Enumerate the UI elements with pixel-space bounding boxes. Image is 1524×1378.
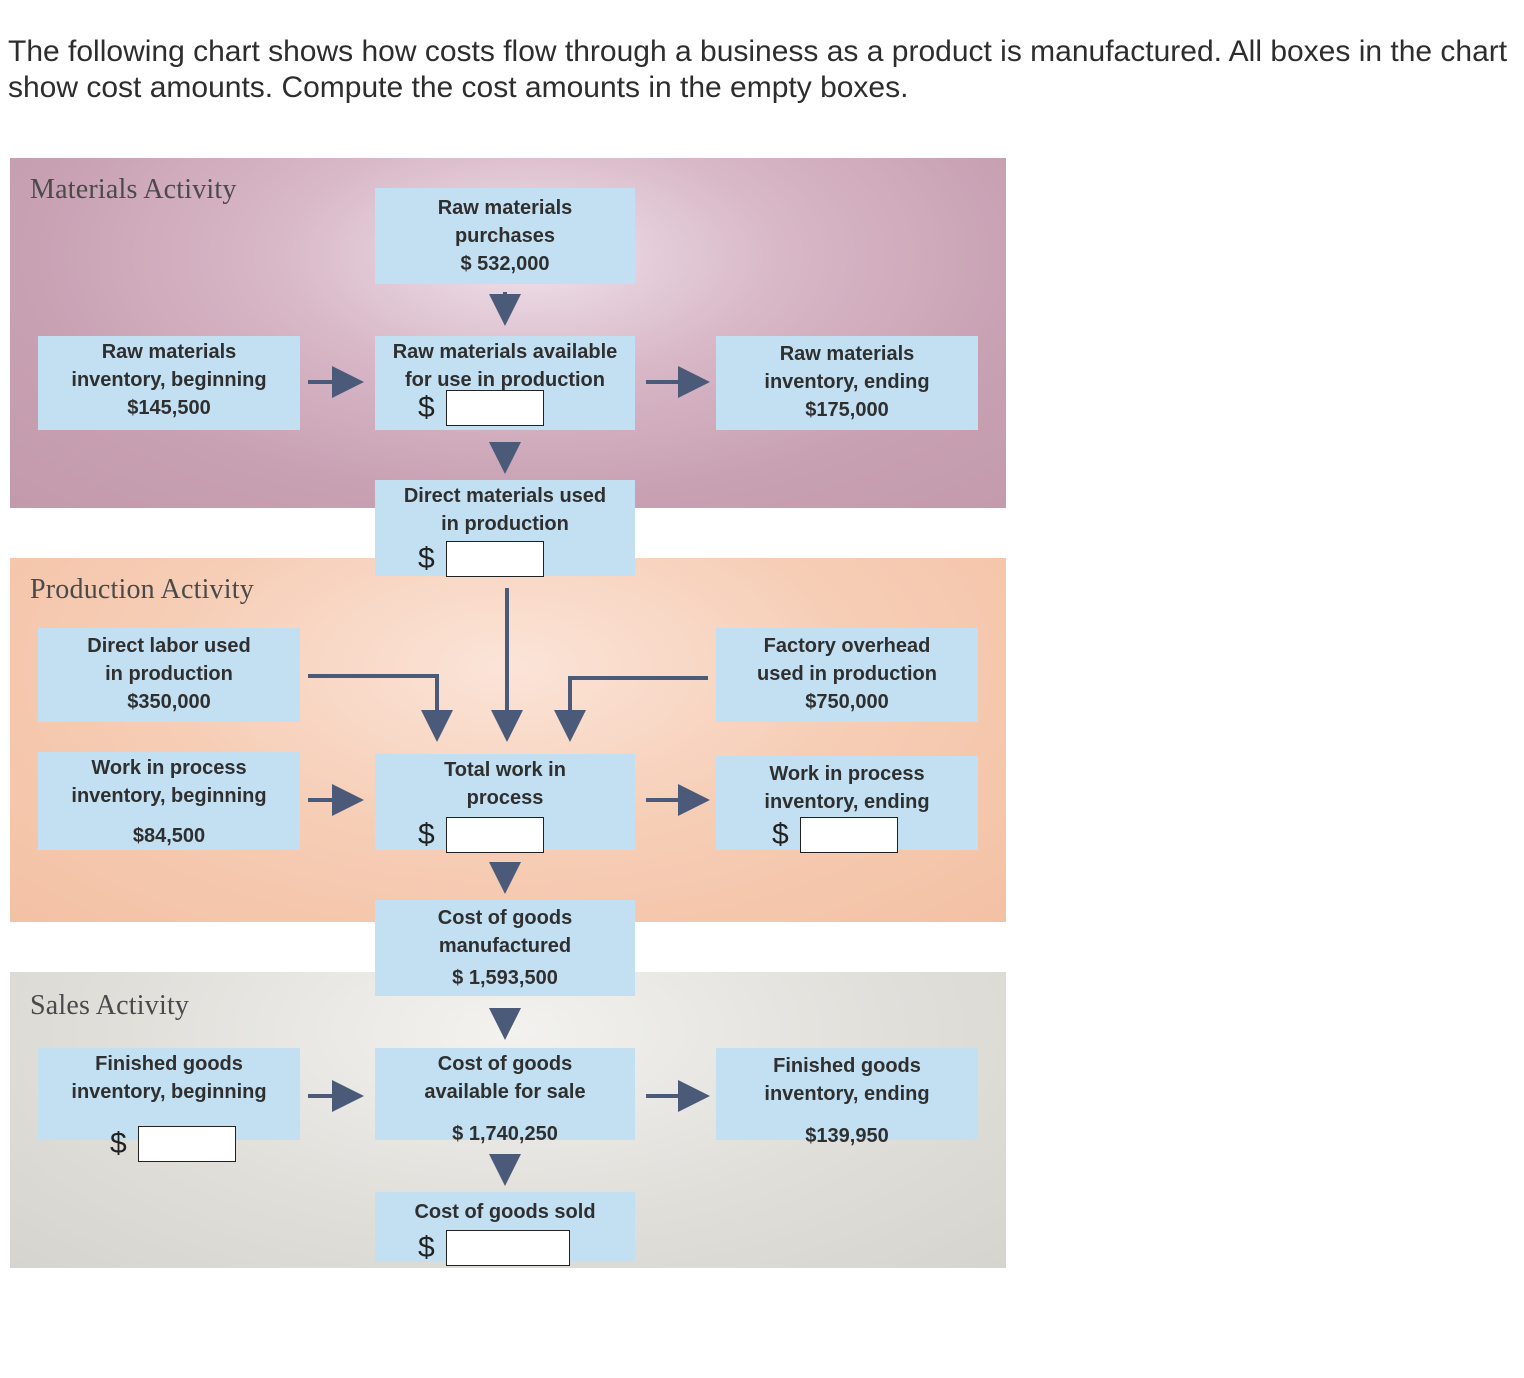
total-wip-answer: $ xyxy=(418,817,544,853)
total-wip-input[interactable] xyxy=(446,817,544,853)
dollar-sign: $ xyxy=(418,1231,435,1264)
production-activity-band xyxy=(10,558,1006,922)
direct-labor-label-1: Direct labor used xyxy=(87,635,251,657)
raw-materials-available-label-1: Raw materials available xyxy=(392,341,618,363)
raw-materials-beginning-label-2: inventory, beginning xyxy=(71,369,267,391)
cogm-label-1: Cost of goods xyxy=(437,907,573,929)
raw-materials-purchases-label-2: purchases xyxy=(454,225,556,247)
raw-materials-ending-label-1: Raw materials xyxy=(779,343,915,365)
factory-overhead-value: $750,000 xyxy=(805,691,889,713)
sales-activity-title: Sales Activity xyxy=(30,990,190,1021)
raw-materials-purchases-box: Raw materials purchases $ 532,000 xyxy=(375,188,635,284)
wip-ending-label-1: Work in process xyxy=(769,763,925,785)
cogafs-label-2: available for sale xyxy=(424,1081,586,1103)
raw-materials-ending-label-2: inventory, ending xyxy=(764,371,930,393)
raw-materials-beginning-label-1: Raw materials xyxy=(101,341,237,363)
wip-beginning-label-2: inventory, beginning xyxy=(71,785,267,807)
total-wip-label-2: process xyxy=(466,787,544,809)
dollar-sign: $ xyxy=(418,391,435,424)
fg-beginning-box: Finished goods inventory, beginning xyxy=(38,1048,300,1140)
cogafs-label-1: Cost of goods xyxy=(437,1053,573,1075)
dollar-sign: $ xyxy=(772,818,789,851)
fg-ending-value: $139,950 xyxy=(805,1125,889,1147)
raw-materials-available-label-2: for use in production xyxy=(405,369,605,391)
direct-labor-value: $350,000 xyxy=(127,691,211,713)
direct-labor-box: Direct labor used in production $350,000 xyxy=(38,628,300,722)
direct-materials-used-input[interactable] xyxy=(446,541,544,577)
cogafs-value: $ 1,740,250 xyxy=(452,1123,558,1145)
direct-materials-used-answer: $ xyxy=(418,541,544,577)
raw-materials-beginning-box: Raw materials inventory, beginning $145,… xyxy=(38,336,300,430)
direct-labor-label-2: in production xyxy=(105,663,233,685)
wip-ending-label-2: inventory, ending xyxy=(764,791,930,813)
fg-beginning-label-2: inventory, beginning xyxy=(71,1081,267,1103)
dollar-sign: $ xyxy=(110,1127,127,1160)
wip-beginning-label-1: Work in process xyxy=(91,757,247,779)
direct-materials-used-label-1: Direct materials used xyxy=(403,485,607,507)
raw-materials-ending-value: $175,000 xyxy=(805,399,889,421)
production-activity-title: Production Activity xyxy=(30,574,254,605)
raw-materials-purchases-value: $ 532,000 xyxy=(460,253,550,275)
raw-materials-ending-box: Raw materials inventory, ending $175,000 xyxy=(716,336,978,430)
cogs-label: Cost of goods sold xyxy=(414,1201,596,1223)
fg-beginning-input[interactable] xyxy=(138,1126,236,1162)
wip-beginning-value: $84,500 xyxy=(132,825,206,847)
wip-beginning-box: Work in process inventory, beginning $84… xyxy=(38,752,300,850)
cogm-value: $ 1,593,500 xyxy=(452,967,558,989)
fg-ending-label-1: Finished goods xyxy=(773,1055,921,1077)
factory-overhead-label-1: Factory overhead xyxy=(763,635,931,657)
raw-materials-beginning-value: $145,500 xyxy=(127,397,211,419)
factory-overhead-label-2: used in production xyxy=(757,663,937,685)
factory-overhead-box: Factory overhead used in production $750… xyxy=(716,628,978,722)
cogm-label-2: manufactured xyxy=(438,935,572,957)
total-wip-label-1: Total work in xyxy=(444,759,566,781)
cogafs-box: Cost of goods available for sale $ 1,740… xyxy=(375,1048,635,1145)
wip-ending-answer: $ xyxy=(772,817,898,853)
cogm-box: Cost of goods manufactured $ 1,593,500 xyxy=(375,900,635,996)
materials-activity-title: Materials Activity xyxy=(30,174,237,205)
raw-materials-available-answer: $ xyxy=(418,390,544,426)
fg-beginning-answer: $ xyxy=(110,1126,236,1162)
raw-materials-available-input[interactable] xyxy=(446,390,544,426)
cogs-input[interactable] xyxy=(446,1230,570,1266)
dollar-sign: $ xyxy=(418,818,435,851)
cogs-answer: $ xyxy=(418,1230,570,1266)
wip-ending-input[interactable] xyxy=(800,817,898,853)
fg-beginning-label-1: Finished goods xyxy=(95,1053,243,1075)
fg-ending-label-2: inventory, ending xyxy=(764,1083,930,1105)
direct-materials-used-box: Direct materials used in production xyxy=(375,480,635,576)
dollar-sign: $ xyxy=(418,542,435,575)
question-text: The following chart shows how costs flow… xyxy=(8,35,1508,104)
direct-materials-used-label-2: in production xyxy=(441,513,569,535)
raw-materials-purchases-label-1: Raw materials xyxy=(437,197,573,219)
fg-ending-box: Finished goods inventory, ending $139,95… xyxy=(716,1048,978,1147)
